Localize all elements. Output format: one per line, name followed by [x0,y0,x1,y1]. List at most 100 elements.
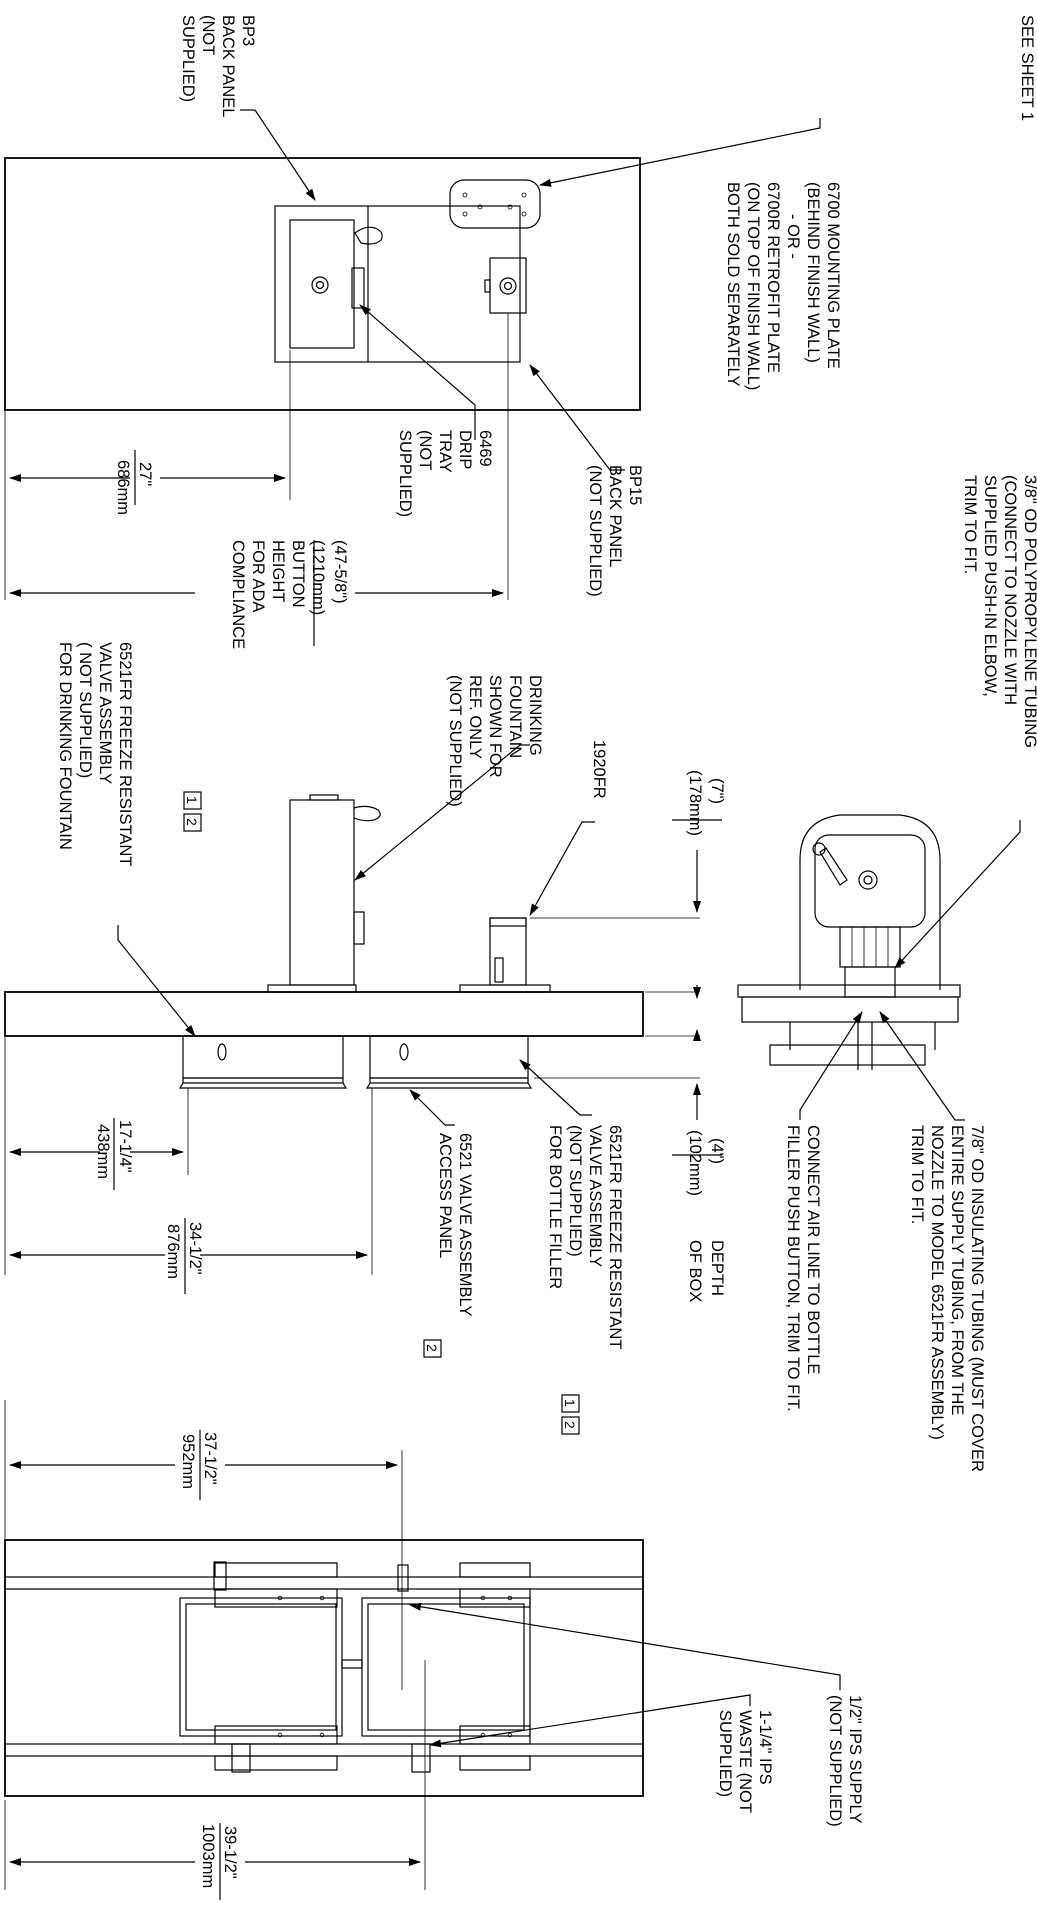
svg-text:39-1/2": 39-1/2" [221,1826,239,1879]
label-valve-fountain: 6521FR FREEZE RESISTANT VALVE ASSEMBLY (… [56,642,134,866]
label-access-panel: 6521 VALVE ASSEMBLY ACCESS PANEL [436,1133,474,1316]
svg-text:1003mm: 1003mm [199,1824,217,1888]
drip-tray [289,219,355,349]
svg-text:876mm: 876mm [164,1224,182,1279]
svg-text:BP3: BP3 [239,15,257,46]
svg-text:SUPPLIED): SUPPLIED) [716,1710,734,1797]
svg-text:7/8" OD INSULATING TUBING (MUS: 7/8" OD INSULATING TUBING (MUST COVER [968,1125,986,1472]
svg-text:FOUNTAIN: FOUNTAIN [506,675,524,758]
bottle-filler-detail [737,814,961,1070]
svg-text:REF. ONLY: REF. ONLY [466,675,484,759]
label-ips-waste: 1-1/4" IPS WASTE (NOT SUPPLIED) [716,1710,774,1813]
label-valve-bottle: 6521FR FREEZE RESISTANT VALVE ASSEMBLY (… [546,1125,624,1349]
svg-text:(NOT SUPPLIED): (NOT SUPPLIED) [446,675,464,807]
svg-text:(7"): (7") [708,778,726,804]
svg-text:TRIM TO FIT.: TRIM TO FIT. [961,475,979,574]
svg-text:686mm: 686mm [114,460,132,515]
svg-text:(1210mm): (1210mm) [309,540,327,615]
svg-text:DRIP: DRIP [456,430,474,469]
svg-text:OF BOX: OF BOX [686,1240,704,1302]
side-section-view [4,794,722,1294]
svg-text:6700 MOUNTING PLATE: 6700 MOUNTING PLATE [824,182,842,369]
dim-34-1-2: 34-1/2" 876mm [164,1222,204,1279]
svg-text:6521FR FREEZE RESISTANT: 6521FR FREEZE RESISTANT [606,1125,624,1349]
fountain-body-outline [274,205,521,363]
svg-text:DEPTH: DEPTH [708,1240,726,1296]
label-bp3: BP3 BACK PANEL (NOT SUPPLIED) [179,15,257,117]
annotations: SEE SHEET 1 BP3 BACK PANEL (NOT SUPPLIED… [56,15,1037,1888]
svg-text:3/8" OD POLYPROPYLENE TUBING: 3/8" OD POLYPROPYLENE TUBING [1021,475,1037,748]
svg-text:BUTTON: BUTTON [289,540,307,608]
svg-text:2: 2 [424,1344,440,1352]
dim-47-5-8: (47-5/8") (1210mm) [309,540,349,615]
svg-text:BOTH SOLD SEPARATELY: BOTH SOLD SEPARATELY [724,182,742,386]
leader-lines [117,109,1021,1748]
svg-text:SUPPLIED): SUPPLIED) [179,15,197,102]
svg-text:BACK PANEL: BACK PANEL [606,465,624,567]
label-bp15: BP15 BACK PANEL (NOT SUPPLIED) [586,465,644,597]
svg-text:(BEHIND FINISH WALL): (BEHIND FINISH WALL) [804,182,822,363]
svg-text:(4"): (4") [708,1138,726,1164]
svg-text:( NOT SUPPLIED): ( NOT SUPPLIED) [76,642,94,778]
svg-text:VALVE ASSEMBLY: VALVE ASSEMBLY [586,1125,604,1267]
dim-17-1-4: 17-1/4" 438mm [94,1120,134,1179]
back-panel-outline [4,157,641,411]
notes-bottle: 1 2 [561,1394,580,1435]
dim-39-1-2: 39-1/2" 1003mm [199,1824,239,1888]
svg-text:952mm: 952mm [179,1434,197,1489]
plan-box-fountain [179,1597,343,1737]
plan-box-bottle [361,1597,531,1737]
plan-view [4,1400,644,1900]
elevation-view [4,157,641,411]
svg-text:(178mm): (178mm) [686,770,704,836]
svg-text:FOR BOTTLE FILLER: FOR BOTTLE FILLER [546,1125,564,1289]
fountain-tower [289,799,355,986]
svg-text:(ON TOP OF FINISH WALL): (ON TOP OF FINISH WALL) [744,182,762,390]
label-air-line: CONNECT AIR LINE TO BOTTLE FILLER PUSH B… [784,1125,822,1412]
bubbler-spout [354,226,383,245]
label-button-height: BUTTON HEIGHT FOR ADA COMPLIANCE [229,540,307,649]
svg-text:17-1/4": 17-1/4" [116,1120,134,1173]
sheet-ref: SEE SHEET 1 [1018,15,1036,121]
svg-text:(NOT: (NOT [199,15,217,55]
label-fountain: DRINKING FOUNTAIN SHOWN FOR REF. ONLY (N… [446,675,544,807]
label-depth-of-box: DEPTH OF BOX [686,1240,726,1302]
svg-text:TRAY: TRAY [436,430,454,473]
svg-text:(NOT SUPPLIED): (NOT SUPPLIED) [566,1125,584,1257]
svg-text:(102mm): (102mm) [686,1130,704,1196]
svg-text:(NOT SUPPLIED): (NOT SUPPLIED) [586,465,604,597]
dim-4: (4") (102mm) [686,1130,726,1196]
svg-text:NOZZLE TO MODEL 6521FR ASSEMBL: NOZZLE TO MODEL 6521FR ASSEMBLY) [928,1125,946,1440]
svg-text:(NOT: (NOT [416,430,434,470]
svg-text:TRIM TO FIT.: TRIM TO FIT. [908,1125,926,1224]
label-poly-tubing: 3/8" OD POLYPROPYLENE TUBING (CONNECT TO… [961,475,1037,748]
label-mounting-plate: 6700 MOUNTING PLATE (BEHIND FINISH WALL)… [724,182,842,390]
svg-text:1: 1 [562,1399,578,1407]
valve-box-bottle [369,1035,529,1079]
svg-text:BP15: BP15 [626,465,644,505]
svg-text:SHOWN FOR: SHOWN FOR [486,675,504,778]
dim-7: (7") (178mm) [686,770,726,836]
plan-outline [4,1539,644,1797]
note-access-panel: 2 [423,1339,442,1358]
svg-text:- OR -: - OR - [784,214,802,259]
svg-text:SUPPLIED): SUPPLIED) [396,430,414,517]
valve-box-fountain [182,1035,344,1079]
svg-text:ACCESS PANEL: ACCESS PANEL [436,1133,454,1258]
label-drip-tray: 6469 DRIP TRAY (NOT SUPPLIED) [396,430,494,517]
svg-text:HEIGHT: HEIGHT [269,540,287,602]
bubbler-drain [311,276,329,294]
svg-text:1: 1 [184,796,200,804]
svg-text:VALVE ASSEMBLY: VALVE ASSEMBLY [96,642,114,784]
svg-text:6521 VALVE ASSEMBLY: 6521 VALVE ASSEMBLY [456,1133,474,1316]
svg-text:6521FR FREEZE RESISTANT: 6521FR FREEZE RESISTANT [116,642,134,866]
label-insulating-tubing: 7/8" OD INSULATING TUBING (MUST COVER EN… [908,1125,986,1472]
elevation-dimensions [4,313,509,646]
notes-fountain: 1 2 [183,791,202,832]
svg-text:37-1/2": 37-1/2" [201,1432,219,1485]
svg-text:(CONNECT TO NOZZLE WITH: (CONNECT TO NOZZLE WITH [1001,475,1019,705]
svg-text:6469: 6469 [476,430,494,467]
svg-text:SUPPLIED PUSH-IN ELBOW,: SUPPLIED PUSH-IN ELBOW, [981,475,999,697]
svg-text:34-1/2": 34-1/2" [186,1222,204,1275]
wall-section [4,991,644,1037]
